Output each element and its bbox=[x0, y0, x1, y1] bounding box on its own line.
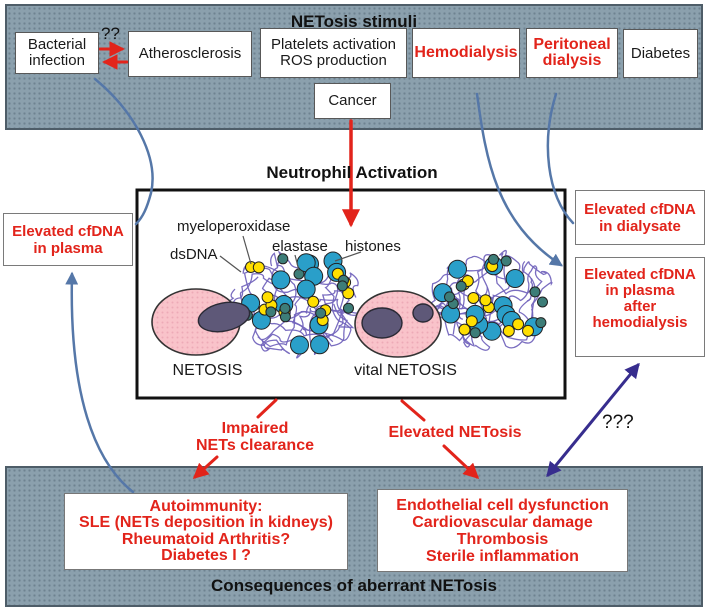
netosis-label: NETOSIS bbox=[172, 362, 243, 379]
box-diabetes: Diabetes bbox=[623, 29, 698, 78]
question-marks-right: ??? bbox=[602, 412, 634, 433]
arrow-elevated-to-endothelial bbox=[442, 444, 480, 480]
line-box-to-elevated bbox=[400, 399, 426, 422]
nucleus-fragment bbox=[412, 303, 434, 323]
line-box-to-impaired bbox=[256, 398, 278, 419]
arrow-impaired-to-autoimmunity bbox=[192, 455, 219, 479]
curve-hemodialysis-to-plasma-after bbox=[475, 92, 564, 267]
box-bacterial-infection: Bacterial infection bbox=[15, 32, 99, 74]
box-hemodialysis: Hemodialysis bbox=[412, 28, 520, 78]
box-autoimmunity: Autoimmunity: SLE (NETs deposition in ki… bbox=[64, 493, 348, 570]
top-banner-title: NETosis stimuli bbox=[290, 12, 418, 31]
pointer-histones bbox=[334, 251, 362, 262]
curve-autoimmunity-to-plasma bbox=[65, 271, 135, 494]
vital-netosis-label: vital NETOSIS bbox=[354, 362, 457, 379]
box-atherosclerosis: Atherosclerosis bbox=[128, 31, 252, 77]
impaired-nets-clearance-label: Impaired NETs clearance bbox=[196, 420, 314, 454]
neutrophil-cell-netosis bbox=[151, 288, 251, 356]
neutrophil-cell-vital-netosis bbox=[354, 290, 442, 358]
net-cloud-right bbox=[422, 249, 553, 351]
box-elevated-cfdna-dialysate: Elevated cfDNA in dialysate bbox=[575, 190, 705, 245]
neutrophil-activation-label: Neutrophil Activation bbox=[266, 163, 438, 182]
curve-bacterial-to-central-box bbox=[93, 77, 154, 226]
pointer-elastase bbox=[294, 254, 300, 272]
bottom-banner-title: Consequences of aberrant NETosis bbox=[211, 576, 497, 595]
double-arrow-endothelial-plasma-after bbox=[546, 362, 640, 478]
pointer-dsdna bbox=[219, 255, 242, 273]
box-elevated-cfdna-plasma: Elevated cfDNA in plasma bbox=[3, 213, 133, 266]
pointer-myeloperoxidase bbox=[242, 235, 252, 265]
box-peritoneal-dialysis: Peritoneal dialysis bbox=[526, 28, 618, 78]
histones-label: histones bbox=[345, 238, 401, 255]
box-endothelial-consequences: Endothelial cell dysfunction Cardiovascu… bbox=[377, 489, 628, 572]
question-marks-top: ?? bbox=[101, 24, 120, 43]
box-platelets-activation: Platelets activation ROS production bbox=[260, 28, 407, 78]
nucleus bbox=[361, 307, 403, 339]
elevated-netosis-label: Elevated NETosis bbox=[388, 424, 522, 441]
myeloperoxidase-label: myeloperoxidase bbox=[177, 218, 291, 235]
nucleus bbox=[197, 301, 251, 333]
box-cancer: Cancer bbox=[314, 83, 391, 119]
box-elevated-cfdna-after-hemodialysis: Elevated cfDNA in plasma after hemodialy… bbox=[575, 257, 705, 357]
curve-peritoneal-to-dialysate bbox=[546, 92, 575, 225]
elastase-label: elastase bbox=[272, 238, 328, 255]
dsdna-label: dsDNA bbox=[170, 246, 218, 263]
